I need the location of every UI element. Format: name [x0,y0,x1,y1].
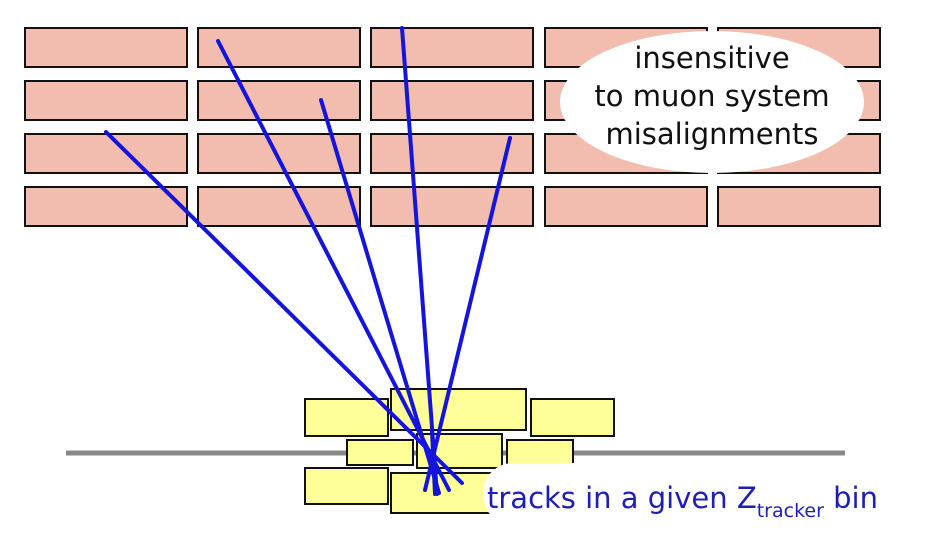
track-line [104,130,464,485]
track-line [216,39,451,492]
tracker-module [530,398,615,437]
muon-callout: insensitive to muon system misalignments [560,31,864,173]
muon-callout-line-1: insensitive [634,41,789,75]
muon-chamber [197,27,361,68]
muon-chamber [370,27,534,68]
tracker-module [304,467,389,505]
tracker-module [506,439,574,466]
muon-callout-line-2: to muon system [594,79,829,113]
tracker-module [346,439,414,466]
muon-chambers [24,27,881,227]
muon-callout-line-3: misalignments [605,117,818,151]
tracker-label-prefix: tracks in a given Z [487,481,757,515]
muon-chamber [370,80,534,121]
tracker-label-subscript: tracker [757,500,824,522]
tracker-module [304,398,389,437]
muon-chamber [544,186,708,227]
muon-chamber [24,27,188,68]
track-line [319,98,441,495]
muon-chamber [370,186,534,227]
track-line [400,26,439,496]
muon-chamber [24,186,188,227]
muon-tracks [104,26,512,496]
muon-chamber [24,133,188,174]
tracker-label-background [483,463,923,525]
tracker-bin-label: tracks in a given Ztracker bin [483,463,923,525]
muon-chamber [24,80,188,121]
muon-chamber [197,186,361,227]
track-line [430,430,437,496]
tracker-label-suffix: bin [824,481,878,515]
muon-callout-bubble [560,31,864,173]
muon-chamber [197,80,361,121]
track-line [423,136,512,492]
tracker-label-text: tracks in a given Ztracker bin [487,481,878,522]
muon-chamber [717,186,881,227]
